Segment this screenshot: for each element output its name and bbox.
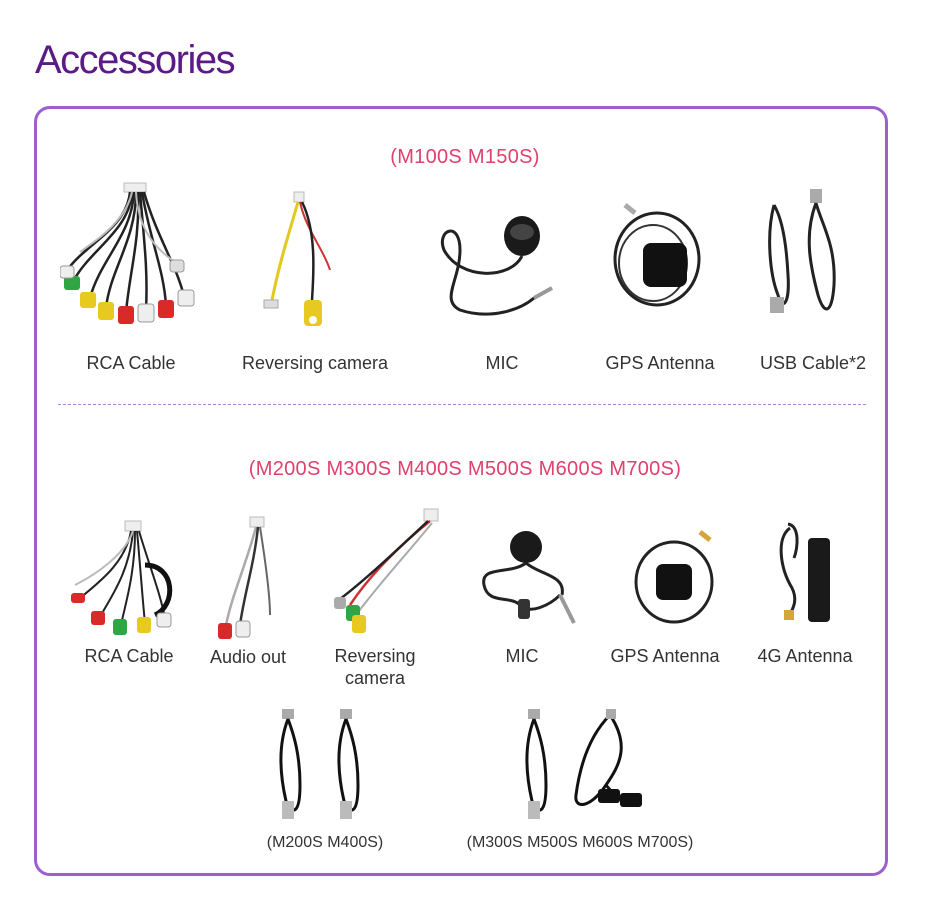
- gps-antenna-icon: [634, 530, 714, 624]
- gps-antenna-image: [630, 528, 720, 628]
- section-2-title: (M200S M300S M400S M500S M600S M700S): [248, 458, 682, 480]
- item-label: Audio out: [209, 647, 287, 667]
- item-label: GPS Antenna: [610, 646, 720, 666]
- microphone-image: [470, 525, 580, 635]
- rca-cable-image: [60, 180, 200, 340]
- 4g-antenna-icon: [779, 522, 830, 622]
- item-label: MIC: [485, 353, 519, 373]
- 4g-antenna-image: [770, 518, 840, 628]
- item-label: Reversing camera: [334, 646, 416, 688]
- reversing-camera-cable-icon: [263, 191, 331, 326]
- usb-group-label: (M300S M500S M600S M700S): [466, 834, 694, 851]
- page-title: Accessories: [35, 38, 236, 82]
- reversing-camera-cable-icon: [334, 508, 439, 633]
- reversing-camera-cable-image: [250, 190, 360, 340]
- usb-cables-icon: [525, 709, 642, 819]
- section-divider: [58, 404, 866, 405]
- usb-cables-icon: [768, 189, 836, 313]
- item-label: GPS Antenna: [605, 353, 715, 373]
- audio-out-cable-icon: [218, 516, 271, 639]
- item-label: USB Cable*2: [759, 353, 867, 373]
- usb-cables-image: [270, 705, 380, 825]
- usb-cables-icon: [279, 709, 360, 819]
- item-label: MIC: [505, 646, 539, 666]
- usb-cables-image: [510, 705, 650, 825]
- microphone-image: [430, 210, 560, 330]
- rca-cable-icon: [71, 520, 173, 635]
- item-label: RCA Cable: [84, 646, 174, 666]
- microphone-icon: [482, 531, 576, 624]
- microphone-icon: [440, 216, 553, 316]
- item-label: 4G Antenna: [757, 646, 853, 666]
- reversing-camera-cable-image: [320, 505, 450, 640]
- gps-antenna-image: [605, 195, 715, 315]
- usb-cables-image: [760, 185, 840, 325]
- audio-out-cable-image: [210, 515, 290, 645]
- rca-cable-image: [65, 515, 190, 640]
- rca-cable-icon: [60, 182, 195, 324]
- accessories-frame: [34, 106, 888, 876]
- gps-antenna-icon: [613, 203, 701, 307]
- item-label: Reversing camera: [241, 353, 389, 373]
- item-label: RCA Cable: [86, 353, 176, 373]
- usb-group-label: (M200S M400S): [266, 834, 384, 851]
- section-1-title: (M100S M150S): [390, 146, 540, 168]
